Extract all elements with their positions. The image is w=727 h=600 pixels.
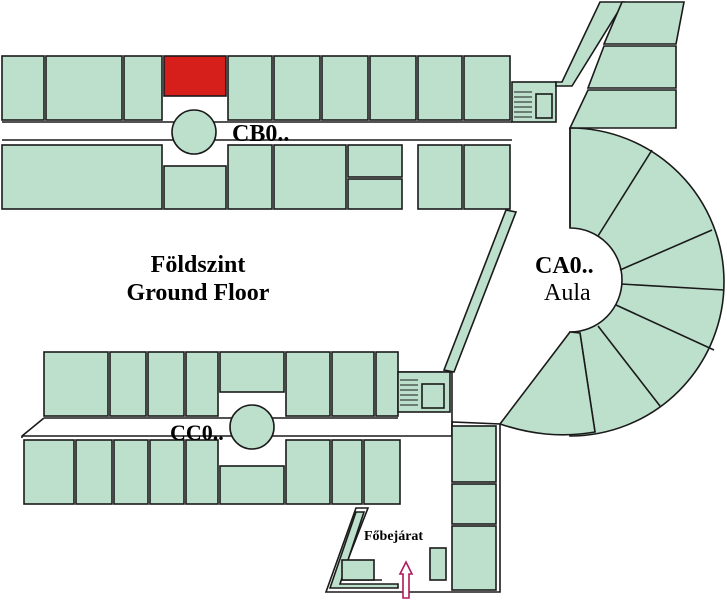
room-entrance-right[interactable] [429, 547, 447, 581]
room-cc-top-5[interactable] [219, 351, 285, 393]
room-entrance-left[interactable] [341, 559, 375, 581]
aula-lower-wedge[interactable] [498, 331, 596, 436]
diagonal-corridor [442, 209, 518, 373]
floor-name-en: Ground Floor [127, 280, 270, 306]
room-ne-3[interactable] [568, 89, 677, 129]
room-cb-bot-2[interactable] [163, 165, 227, 210]
room-cb-top-6[interactable] [273, 55, 321, 121]
entrance-area: Főbejárat [324, 421, 501, 599]
room-cb-top-3[interactable] [123, 55, 163, 121]
room-cb-selected[interactable] [163, 55, 227, 97]
room-cc-bot-9[interactable] [363, 439, 401, 505]
room-cc-top-7[interactable] [331, 351, 375, 417]
room-cb-top-1[interactable] [1, 55, 45, 121]
room-cc-bot-1[interactable] [23, 439, 75, 505]
cb-stair-steps [514, 91, 553, 119]
room-cc-bot-7[interactable] [285, 439, 331, 505]
entrance-arrow-icon [398, 560, 414, 599]
room-cc-top-3[interactable] [147, 351, 185, 417]
room-cb-top-5[interactable] [227, 55, 273, 121]
wing-ca-aula: CA0.. Aula [498, 127, 725, 437]
room-ne-1[interactable] [602, 1, 685, 45]
wing-label-cc: CC0.. [170, 420, 224, 445]
cc-corridor-wall [21, 371, 453, 438]
room-cc-bot-4[interactable] [149, 439, 185, 505]
room-ne-2[interactable] [586, 45, 677, 89]
room-cc-top-8[interactable] [375, 351, 399, 417]
room-cc-bot-5[interactable] [185, 439, 219, 505]
room-cc-bot-3[interactable] [113, 439, 149, 505]
room-cc-top-2[interactable] [109, 351, 147, 417]
wing-ne-corridor [555, 1, 685, 129]
room-east-2[interactable] [451, 483, 497, 525]
wing-cc: CC0.. [21, 351, 453, 505]
aula-hall-ring[interactable] [569, 127, 725, 437]
room-cb-top-9[interactable] [417, 55, 463, 121]
room-east-1[interactable] [451, 425, 497, 483]
wing-cb: CB0.. [1, 55, 557, 210]
entrance-lobby-strip [328, 511, 399, 589]
floor-name-hu: Földszint [151, 252, 246, 278]
room-cb-bot-8[interactable] [463, 144, 511, 210]
wing-label-cb: CB0.. [232, 121, 289, 147]
room-cb-bot-6[interactable] [347, 178, 403, 210]
cb-corridor-wall [2, 121, 512, 141]
room-cb-bot-1[interactable] [1, 144, 163, 210]
room-cc-top-1[interactable] [43, 351, 109, 417]
entrance-label: Főbejárat [364, 529, 423, 544]
room-cb-bot-3[interactable] [227, 144, 273, 210]
room-cb-top-10[interactable] [463, 55, 511, 121]
room-cc-bot-6[interactable] [219, 465, 285, 505]
room-cb-bot-5[interactable] [347, 144, 403, 178]
floor-title: Földszint Ground Floor [127, 252, 270, 306]
room-cb-top-7[interactable] [321, 55, 369, 121]
wing-label-aula: Aula [544, 280, 591, 306]
room-cb-top-8[interactable] [369, 55, 417, 121]
room-cc-bot-8[interactable] [331, 439, 363, 505]
wing-label-ca: CA0.. [535, 253, 594, 279]
room-cc-bot-2[interactable] [75, 439, 113, 505]
room-cc-round[interactable] [229, 404, 275, 450]
room-cc-top-4[interactable] [185, 351, 219, 417]
ne-corridor [555, 1, 626, 87]
room-east-3[interactable] [451, 525, 497, 591]
room-cb-bot-7[interactable] [417, 144, 463, 210]
room-cb-top-2[interactable] [45, 55, 123, 121]
room-cc-top-6[interactable] [285, 351, 331, 417]
cc-stair-steps [400, 379, 445, 409]
room-cb-bot-4[interactable] [273, 144, 347, 210]
room-cb-round[interactable] [171, 109, 217, 155]
